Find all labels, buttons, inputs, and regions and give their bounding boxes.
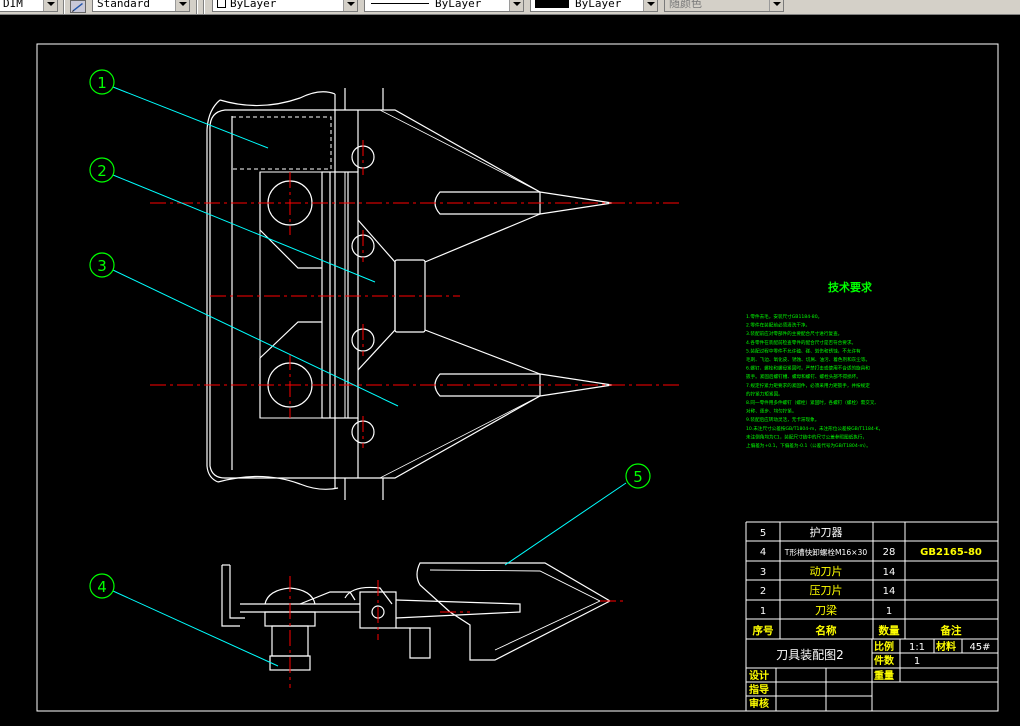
material-value: 45# bbox=[969, 642, 990, 653]
tech-req-lines: 1.零件去毛，安装尺寸GB1184-80。 2.零件在装配前必须清洗干净。3.装配… bbox=[746, 313, 883, 449]
color-swatch-icon bbox=[217, 0, 226, 8]
balloon-label-4: 4 bbox=[97, 578, 107, 596]
tech-req-line: 的拧紧力矩紧固。 bbox=[746, 390, 783, 397]
row-qty: 14 bbox=[883, 586, 896, 597]
count-label: 件数 bbox=[874, 654, 895, 667]
toolbar-separator bbox=[63, 0, 65, 14]
tech-req-line: 上偏差为+0.1，下偏差为-0.1（公差代号为GB/T1804-m）。 bbox=[746, 442, 871, 449]
chevron-down-icon[interactable] bbox=[643, 0, 657, 11]
row-qty: 14 bbox=[883, 567, 896, 578]
row-name: 刀梁 bbox=[815, 603, 837, 617]
chevron-down-icon[interactable] bbox=[769, 0, 783, 11]
properties-toolbar: DIM Standard ByLayer ByLayer ByLayer 随颜色 bbox=[0, 0, 1020, 15]
assembly-top-view bbox=[206, 88, 613, 500]
assembly-side-view bbox=[221, 562, 612, 671]
linetype-value: ByLayer bbox=[435, 0, 482, 10]
chevron-down-icon[interactable] bbox=[343, 0, 357, 11]
dim-style-value: DIM bbox=[3, 0, 23, 10]
header-note: 备注 bbox=[940, 624, 962, 637]
chevron-down-icon[interactable] bbox=[175, 0, 189, 11]
tech-req-line: 对称、逐步、均匀拧紧。 bbox=[746, 408, 797, 415]
chevron-down-icon[interactable] bbox=[509, 0, 523, 11]
drawing-frame bbox=[36, 43, 999, 712]
row-seq: 3 bbox=[760, 567, 766, 578]
row-qty: 28 bbox=[883, 547, 896, 558]
drawing-name: 刀具装配图2 bbox=[776, 648, 844, 662]
balloon-label-2: 2 bbox=[97, 162, 107, 180]
tech-req-line: 8.同一零件用多件螺钉（螺栓）紧固时，各螺钉（螺栓）需交叉、 bbox=[746, 399, 879, 406]
tech-req-line: 6.螺钉、螺栓和螺母紧固时，严禁打击或使用不合适的旋具和 bbox=[746, 365, 870, 372]
balloon-label-1: 1 bbox=[97, 74, 107, 92]
dim-style-select[interactable]: DIM bbox=[0, 0, 58, 12]
tech-req-line: 1.零件去毛，安装尺寸GB1184-80。 bbox=[746, 313, 822, 320]
tech-req-title: 技术要求 bbox=[828, 280, 873, 294]
centerlines-main bbox=[150, 140, 680, 448]
tech-req-line: 7.规定拧紧力矩要求的紧固件，必须采用力矩扳手，并按规定 bbox=[746, 382, 870, 389]
balloon-1 bbox=[89, 69, 115, 95]
plot-style-select[interactable]: 随颜色 bbox=[664, 0, 784, 12]
scale-value: 1:1 bbox=[909, 642, 925, 653]
balloon-5 bbox=[625, 463, 651, 489]
tech-req-line: 4.各零件在装配前检查零件的配合尺寸是否符合要求。 bbox=[746, 339, 856, 346]
tech-req-line: 毛刺、飞边、氧化皮、锈蚀、切屑、油污、着色剂和灰尘等。 bbox=[746, 356, 870, 363]
balloon-2 bbox=[89, 157, 115, 183]
tech-req-line: 5.装配过程中零件不允许磕、碰、划伤和锈蚀，不允许有 bbox=[746, 347, 861, 354]
row-name: 压刀片 bbox=[810, 584, 843, 597]
parts-list-table bbox=[745, 521, 998, 711]
row-name: 动刀片 bbox=[810, 565, 843, 578]
design-label: 设计 bbox=[749, 669, 769, 682]
toolbar-separator bbox=[203, 0, 205, 14]
lineweight-preview bbox=[535, 0, 569, 8]
technical-requirements: 技术要求 1.零件去毛，安装尺寸GB1184-80。 2.零件在装配前必须清洗干净… bbox=[746, 280, 883, 449]
review-label: 审核 bbox=[749, 697, 769, 710]
leader-lines bbox=[112, 86, 627, 667]
balloon-markers bbox=[89, 69, 651, 599]
balloon-label-5: 5 bbox=[633, 468, 643, 486]
text-style-select[interactable]: Standard bbox=[92, 0, 190, 12]
toolbar-separator bbox=[196, 0, 198, 14]
balloon-label-3: 3 bbox=[97, 257, 107, 275]
chevron-down-icon[interactable] bbox=[43, 0, 57, 11]
lineweight-select[interactable]: ByLayer bbox=[530, 0, 658, 12]
header-seq: 序号 bbox=[753, 624, 774, 637]
text-style-value: Standard bbox=[97, 0, 150, 10]
drawing-svg: 1 2 3 4 5 技术要求 1.零件去毛，安装尺寸GB1184-80。 2.零件… bbox=[36, 43, 999, 712]
balloon-3 bbox=[89, 252, 115, 278]
tech-req-line: 3.装配前应对零部件的主要配合尺寸进行复查。 bbox=[746, 330, 842, 337]
tech-req-line: 未注倒角均为C1，装配尺寸链中的尺寸公差参照图纸执行， bbox=[746, 433, 867, 440]
material-label: 材料 bbox=[936, 640, 956, 653]
row-note: GB2165-80 bbox=[920, 547, 982, 558]
lineweight-value: ByLayer bbox=[575, 0, 622, 10]
text-style-icon[interactable] bbox=[70, 0, 86, 13]
balloon-4 bbox=[89, 573, 115, 599]
row-name: 护刀器 bbox=[810, 525, 843, 539]
row-name: T形槽快卸螺栓M16×30 bbox=[784, 547, 868, 557]
tech-req-line: 10.未注尺寸公差按GB/T1804-m，未注形位公差按GB/T1184-K， bbox=[746, 425, 883, 432]
header-qty: 数量 bbox=[878, 624, 900, 637]
row-seq: 1 bbox=[760, 606, 766, 617]
row-qty: 1 bbox=[886, 606, 892, 617]
tech-req-line: 扳手。紧固后螺钉槽、螺母和螺钉、螺栓头部不得损坏。 bbox=[746, 373, 861, 380]
plot-style-value: 随颜色 bbox=[669, 0, 702, 10]
centerlines-side bbox=[289, 576, 625, 688]
color-value: ByLayer bbox=[230, 0, 277, 10]
scale-label: 比例 bbox=[874, 640, 894, 653]
linetype-select[interactable]: ByLayer bbox=[364, 0, 524, 12]
row-seq: 5 bbox=[760, 528, 766, 539]
weight-label: 重量 bbox=[874, 669, 894, 682]
count-value: 1 bbox=[914, 656, 920, 667]
row-seq: 4 bbox=[760, 547, 766, 558]
color-select[interactable]: ByLayer bbox=[212, 0, 358, 12]
row-seq: 2 bbox=[760, 586, 766, 597]
linetype-preview bbox=[371, 3, 429, 4]
parts-list-text: 5 护刀器 4 T形槽快卸螺栓M16×30 28 GB2165-80 3 动刀片… bbox=[753, 525, 982, 637]
tech-req-line: 9.装配后应转动灵活，无卡滞现象。 bbox=[746, 416, 819, 423]
title-block-text: 刀具装配图2 比例 1:1 材料 45# 件数 1 重量 设计 指导 审核 bbox=[749, 640, 991, 710]
tech-req-line: 2.零件在装配前必须清洗干净。 bbox=[746, 322, 810, 329]
drawing-canvas[interactable]: 1 2 3 4 5 技术要求 1.零件去毛，安装尺寸GB1184-80。 2.零件… bbox=[0, 15, 1020, 726]
guide-label: 指导 bbox=[749, 683, 769, 696]
header-name: 名称 bbox=[816, 624, 837, 637]
